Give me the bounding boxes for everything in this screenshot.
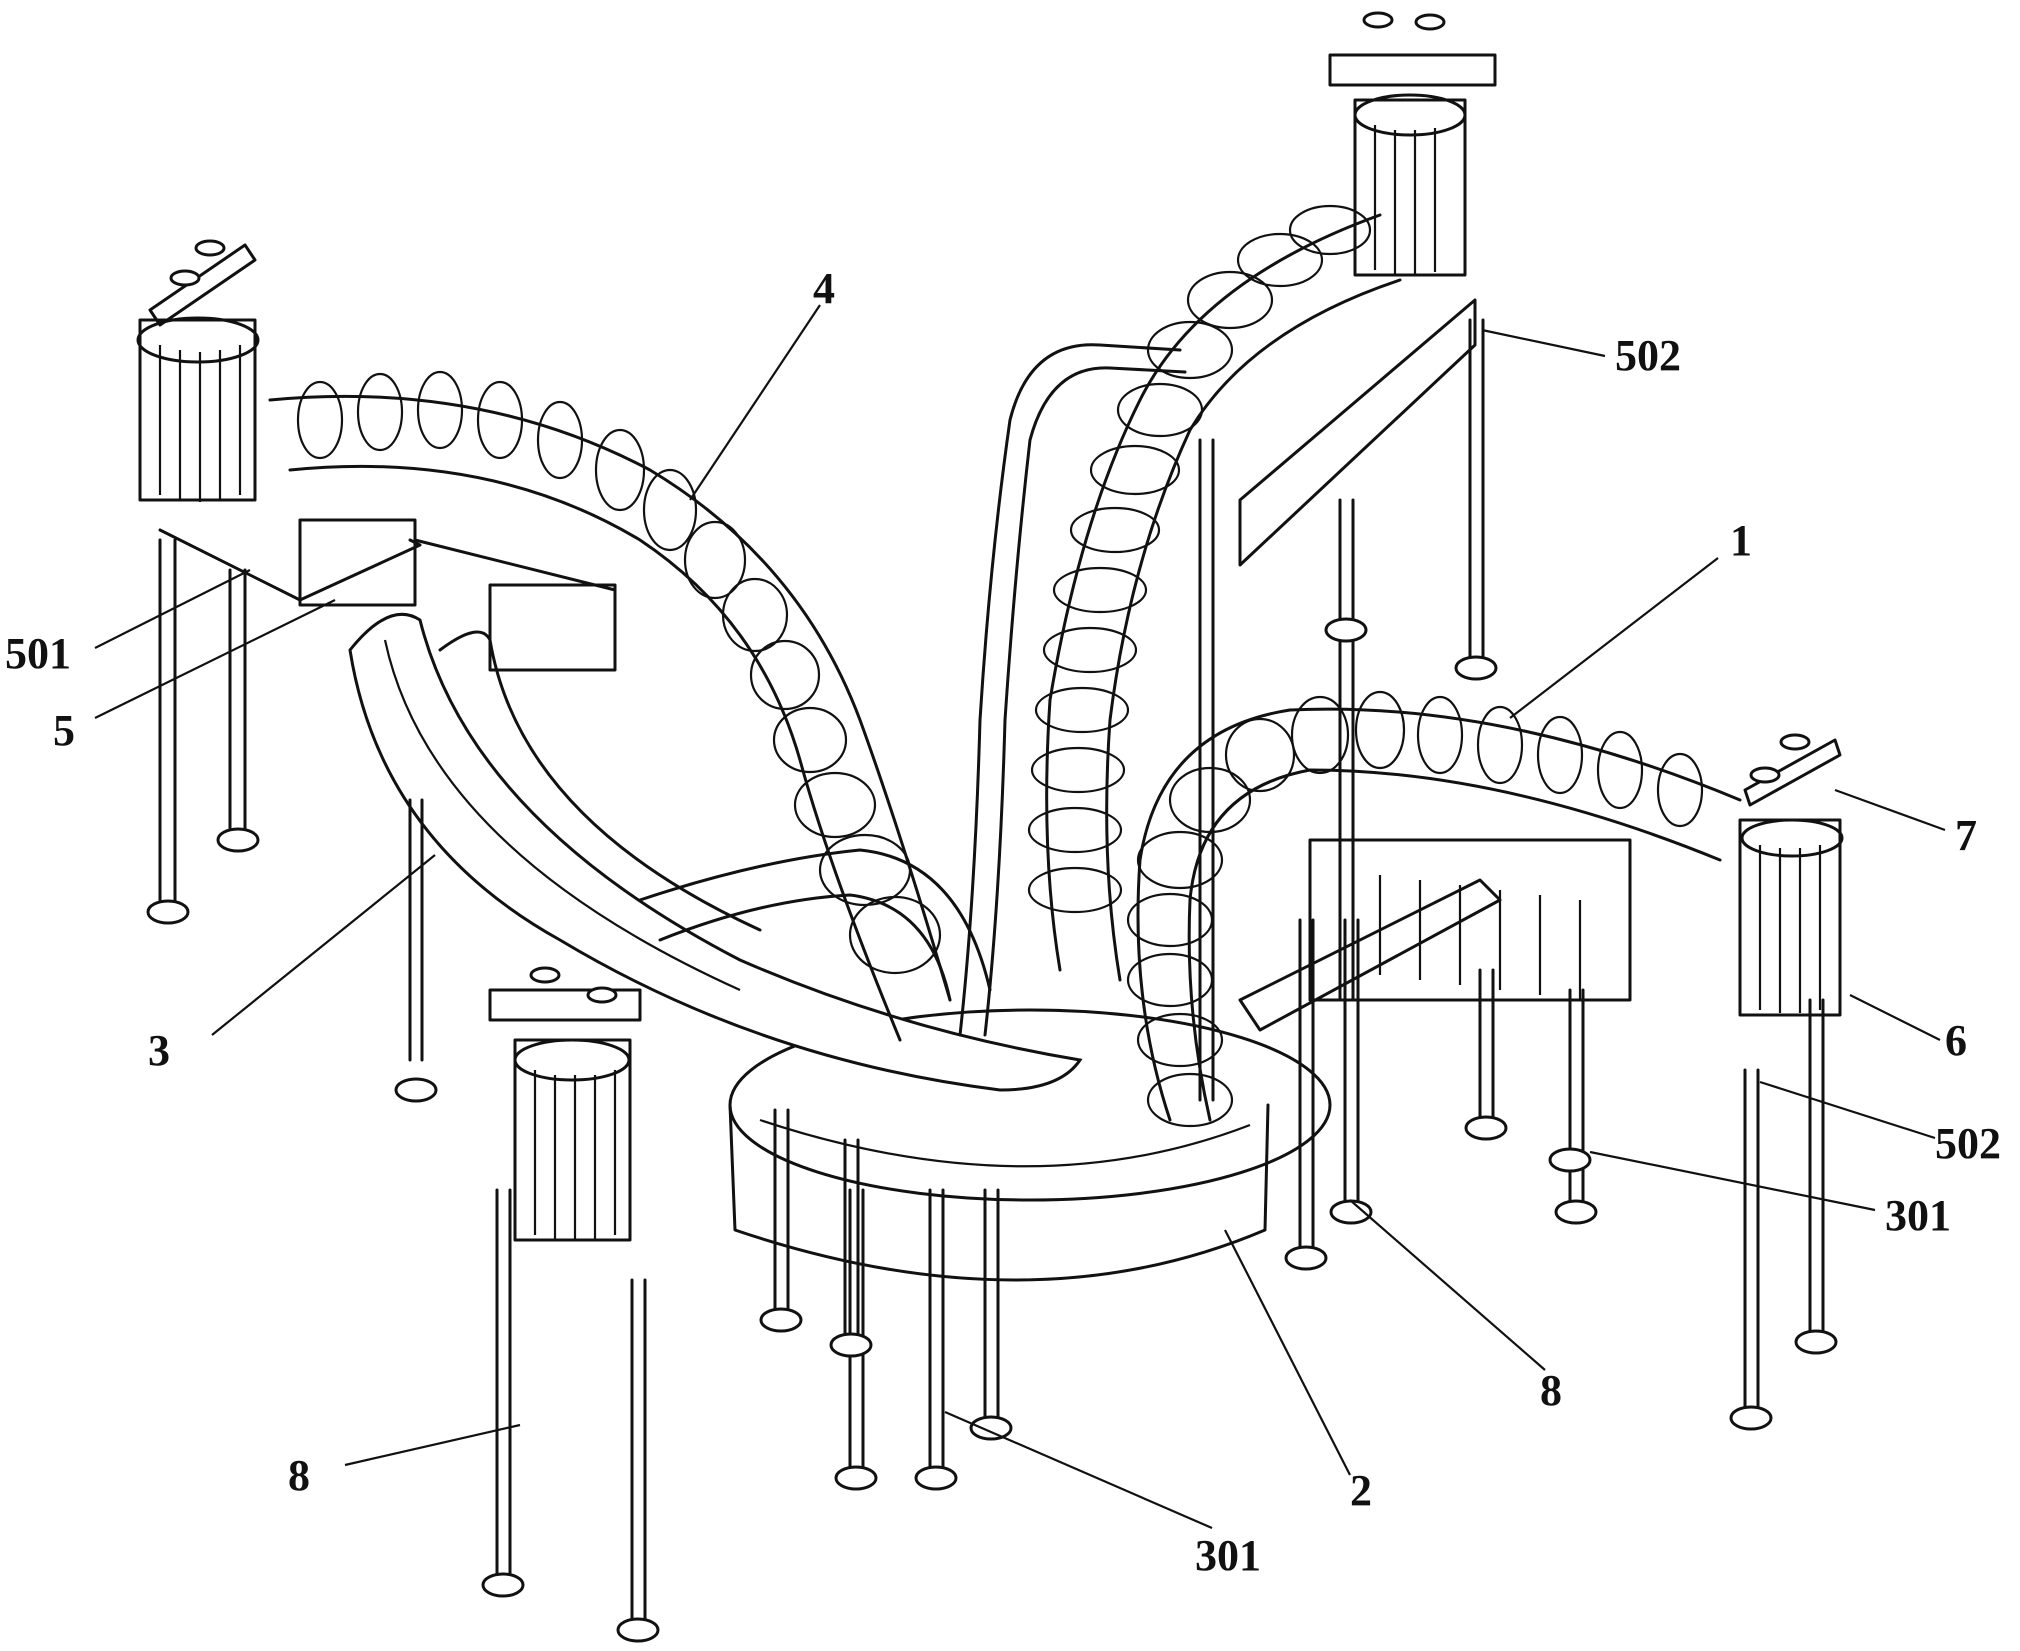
- curved-chute: [348, 612, 1083, 1092]
- label-2: 2: [1350, 1466, 1372, 1515]
- label-6: 6: [1945, 1016, 1967, 1065]
- label-7: 7: [1955, 811, 1977, 860]
- label-4: 4: [813, 264, 835, 313]
- connector-ramp: [1238, 878, 1502, 1032]
- label-5: 5: [53, 706, 75, 755]
- ring-tube-left: [268, 370, 992, 1042]
- ring-tube-right-down: [1027, 204, 1402, 982]
- label-301-bottom: 301: [1195, 1531, 1261, 1580]
- label-502-right: 502: [1935, 1119, 2001, 1168]
- label-1: 1: [1730, 516, 1752, 565]
- top-right-tower: [1238, 11, 1497, 567]
- central-pool: [728, 1008, 1332, 1282]
- label-3: 3: [148, 1026, 170, 1075]
- left-tower: [136, 239, 617, 672]
- ring-tube-right: [1126, 690, 1742, 1128]
- label-301-right: 301: [1885, 1191, 1951, 1240]
- label-502-top: 502: [1615, 331, 1681, 380]
- label-8-left: 8: [288, 1451, 310, 1500]
- middle-tube: [958, 343, 1187, 1037]
- leader-lines: [94, 304, 1946, 1530]
- lower-left-tower: [488, 966, 642, 1242]
- label-501: 501: [5, 629, 71, 678]
- support-posts: [146, 318, 1838, 1643]
- label-8-right: 8: [1540, 1366, 1562, 1415]
- right-tower: [1308, 733, 1844, 1017]
- reference-labels: 1 2 3 4 5 6 7 8 8 301 301 501 502 502: [5, 264, 2001, 1580]
